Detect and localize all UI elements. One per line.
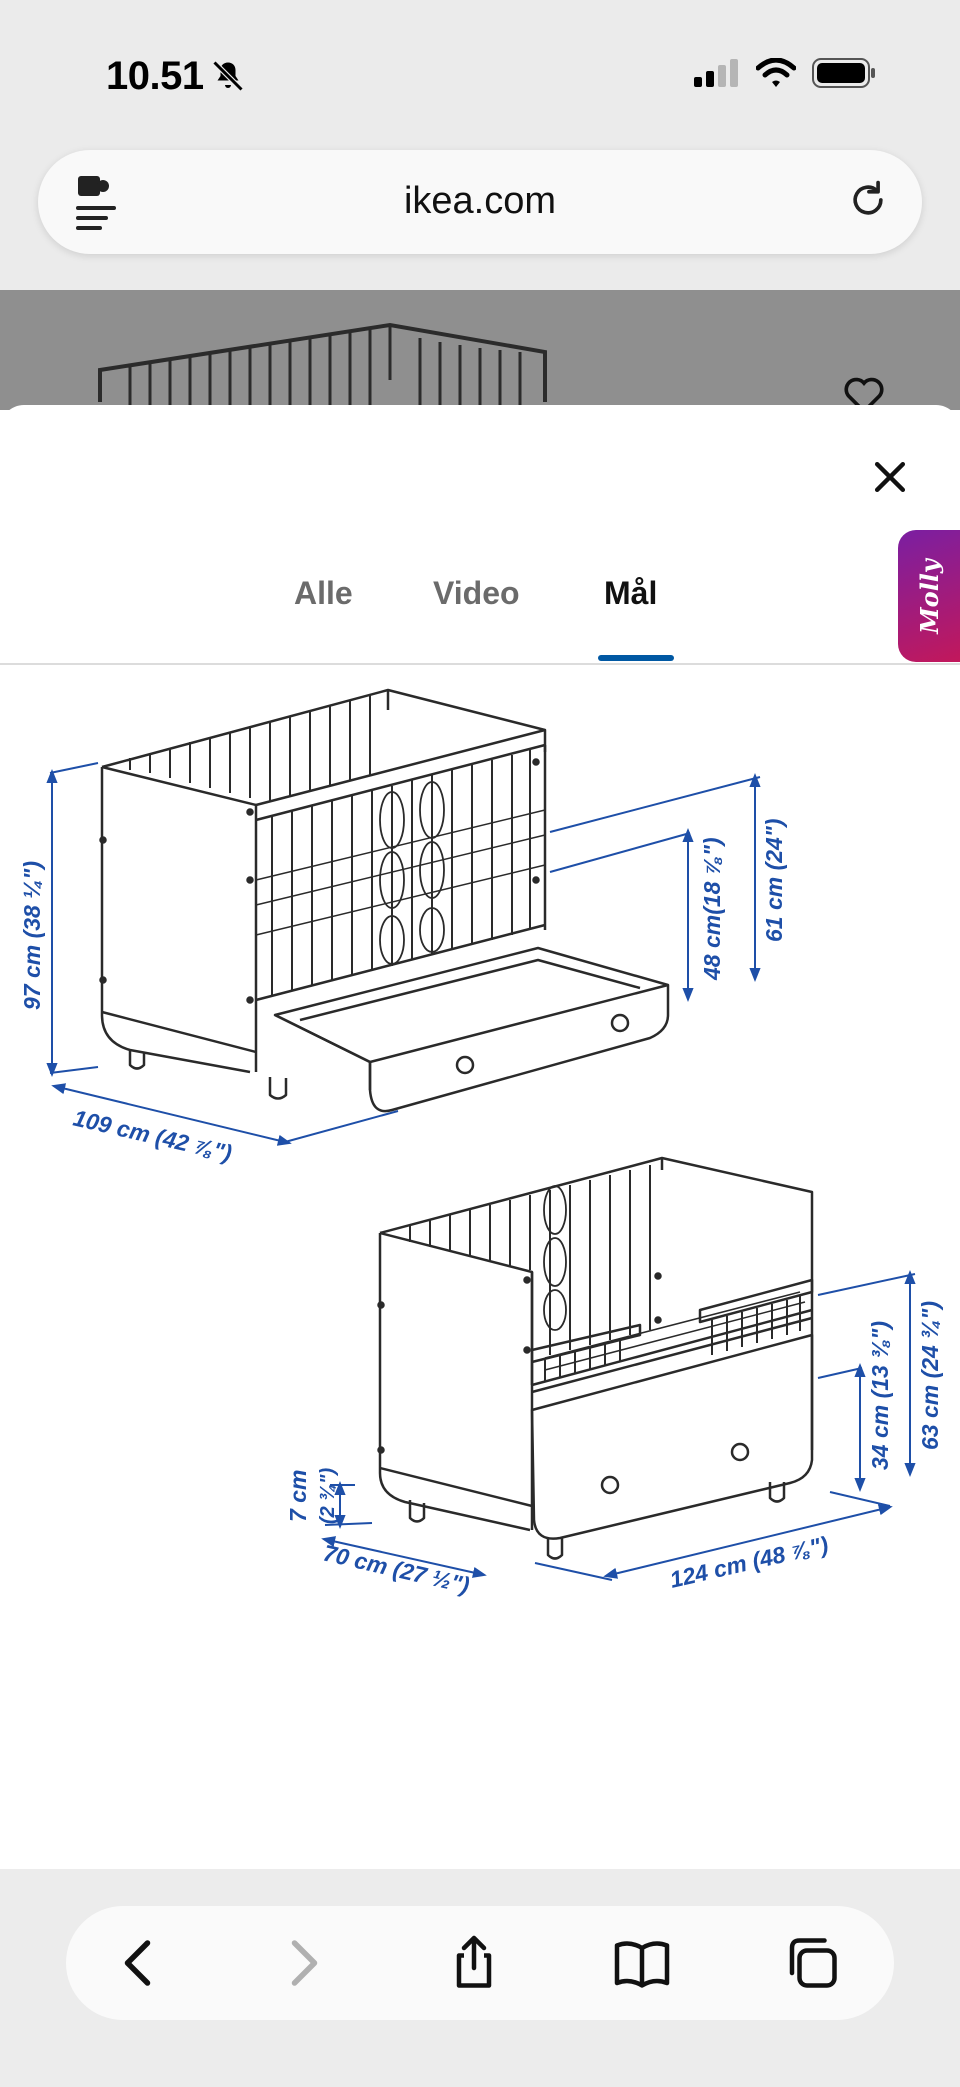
chat-assistant-button[interactable]: Molly bbox=[898, 530, 960, 662]
tabs-icon[interactable] bbox=[782, 1933, 842, 1993]
dim-bed-height: 63 cm (24 ¾") bbox=[917, 1301, 943, 1450]
bell-slash-icon bbox=[210, 58, 246, 99]
dim-crib-height: 97 cm (38 ¼") bbox=[19, 861, 45, 1010]
tabs-divider bbox=[0, 663, 960, 665]
chat-assistant-label: Molly bbox=[914, 558, 944, 634]
close-icon[interactable] bbox=[868, 455, 912, 499]
active-tab-indicator bbox=[598, 655, 674, 661]
dim-leg-height-in: (2 ¾") bbox=[317, 1467, 339, 1524]
browser-toolbar bbox=[66, 1906, 894, 2020]
dimension-lines-bottom bbox=[321, 1270, 916, 1581]
dim-drawer-height: 48 cm(18 ⅞") bbox=[699, 837, 725, 981]
status-bar: 10.51 bbox=[0, 0, 960, 150]
dim-bed-depth: 70 cm (27 ½") bbox=[321, 1540, 472, 1599]
tab-video[interactable]: Video bbox=[433, 575, 520, 611]
back-icon[interactable] bbox=[110, 1933, 170, 1993]
dim-crib-width: 109 cm (42 ⅞") bbox=[71, 1105, 234, 1167]
dim-side-height: 61 cm (24") bbox=[761, 819, 787, 942]
status-time: 10.51 bbox=[106, 54, 204, 98]
reload-icon[interactable] bbox=[846, 178, 890, 227]
dim-leg-height-cm: 7 cm bbox=[285, 1470, 311, 1522]
dimension-drawing: 97 cm (38 ¼") 109 cm (42 ⅞") 48 cm(18 ⅞"… bbox=[19, 688, 943, 1599]
dim-rail-height: 34 cm (13 ⅜") bbox=[867, 1321, 893, 1470]
dimmed-page-background bbox=[0, 290, 960, 410]
crib-drawing-bottom bbox=[377, 1156, 814, 1560]
share-icon[interactable] bbox=[444, 1933, 504, 1993]
heart-icon[interactable] bbox=[842, 375, 886, 410]
dimension-lines-top bbox=[46, 762, 761, 1146]
crib-drawing-top bbox=[99, 688, 670, 1113]
media-tabs: Alle Video Mål bbox=[0, 575, 960, 635]
browser-chrome: ikea.com bbox=[0, 150, 960, 290]
forward-icon[interactable] bbox=[272, 1933, 332, 1993]
cellular-signal-icon bbox=[694, 59, 740, 92]
battery-icon bbox=[812, 58, 876, 93]
url-text[interactable]: ikea.com bbox=[403, 180, 557, 222]
tab-alle[interactable]: Alle bbox=[294, 575, 353, 611]
address-bar[interactable]: ikea.com bbox=[38, 150, 922, 254]
wifi-icon bbox=[755, 57, 797, 93]
extension-menu-icon[interactable] bbox=[76, 174, 118, 235]
bookmarks-icon[interactable] bbox=[612, 1933, 672, 1993]
tab-mal[interactable]: Mål bbox=[604, 575, 658, 611]
